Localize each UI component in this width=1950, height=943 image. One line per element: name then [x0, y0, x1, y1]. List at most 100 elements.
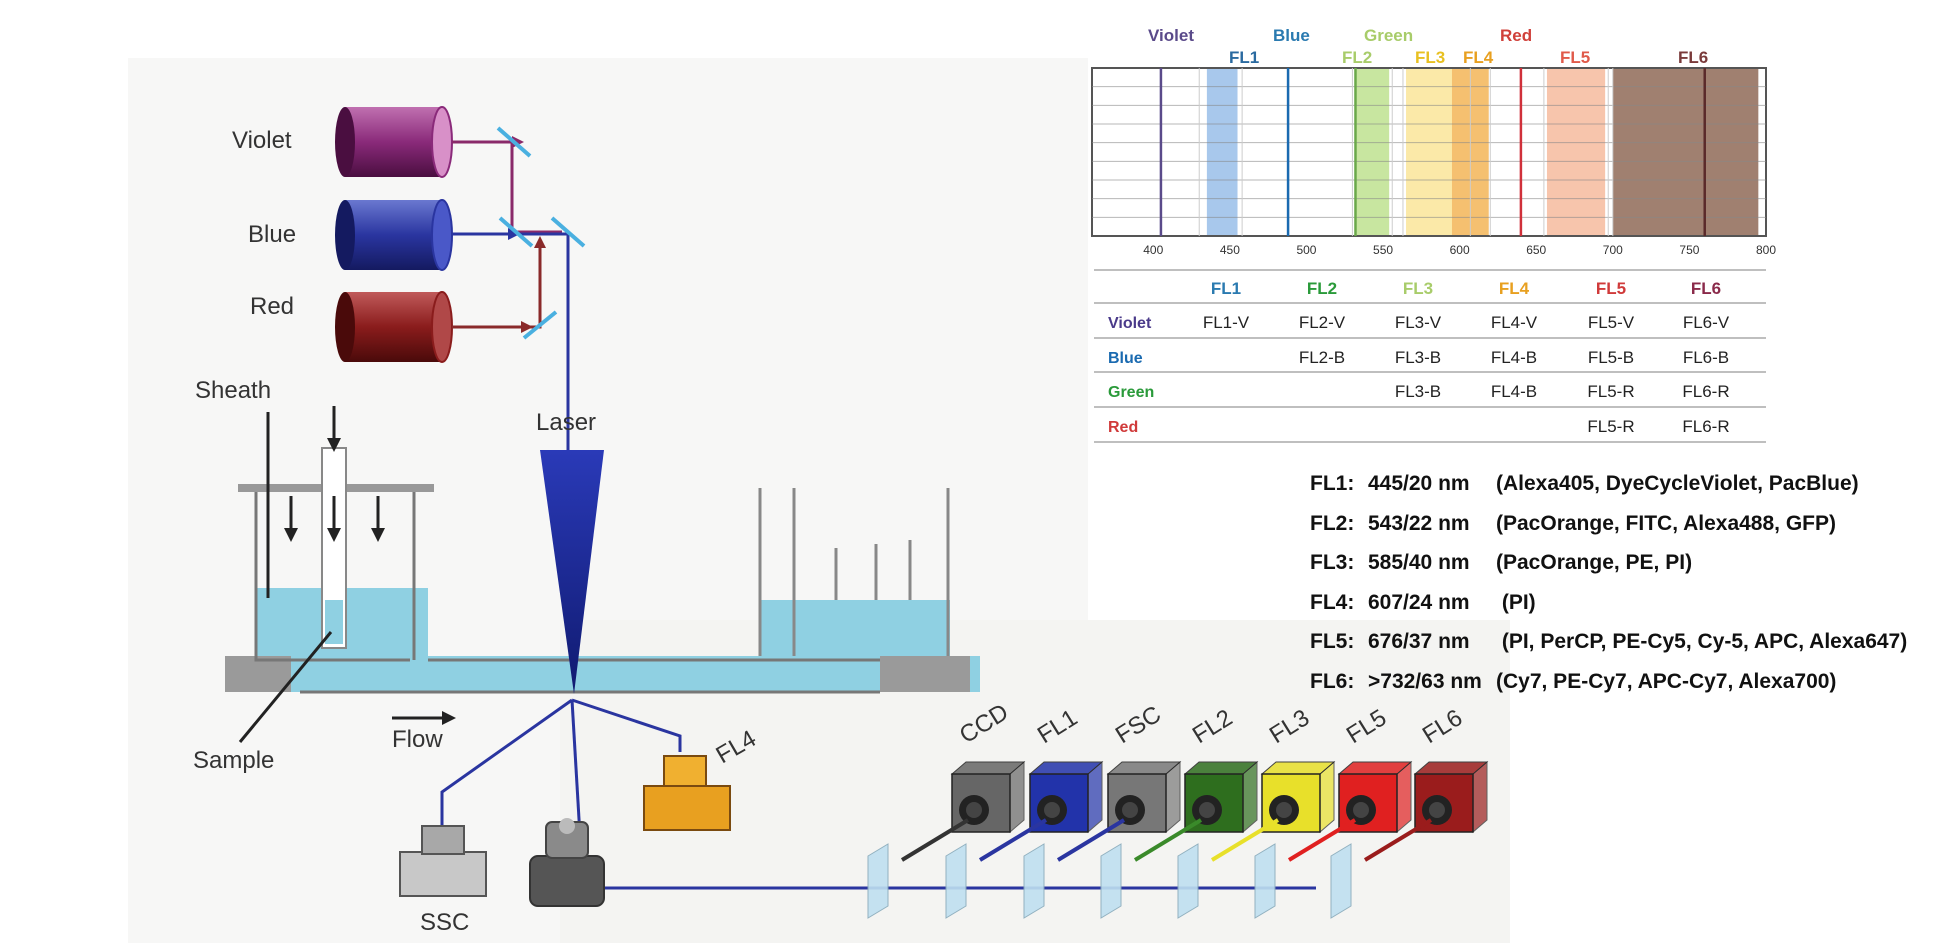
filter-spec-dyes: (PI, PerCP, PE-Cy5, Cy-5, APC, Alexa647) — [1496, 630, 1908, 653]
matrix-column-header: FL6 — [1691, 279, 1721, 298]
spectrum-x-tick: 700 — [1603, 243, 1623, 257]
flow-direction: Flow — [392, 711, 456, 753]
matrix-cell: FL5-R — [1587, 382, 1634, 401]
matrix-column-header: FL1 — [1211, 279, 1241, 298]
filter-spec-channel: FL3: — [1310, 551, 1355, 574]
filter-band — [1206, 69, 1238, 235]
filter-spec-dyes: (Alexa405, DyeCycleViolet, PacBlue) — [1496, 472, 1859, 495]
detector-fl6: FL6 — [1330, 704, 1489, 919]
matrix-cell: FL4-V — [1491, 313, 1538, 332]
filter-spec-channel: FL5: — [1310, 630, 1355, 653]
spectrum-filter-label: FL3 — [1415, 48, 1445, 67]
filter-spec-channel: FL4: — [1310, 590, 1355, 614]
filter-spec-dyes: (Cy7, PE-Cy7, APC-Cy7, Alexa700) — [1496, 669, 1837, 693]
filter-spec-item: FL5: 676/37 nm (PI, PerCP, PE-Cy5, Cy-5, … — [1310, 622, 1907, 662]
matrix-cell: FL1-V — [1203, 313, 1250, 332]
matrix-row-header: Red — [1108, 419, 1138, 436]
matrix-cell: FL2-V — [1299, 313, 1346, 332]
matrix-cell: FL2-B — [1299, 348, 1345, 367]
matrix-row-header: Violet — [1108, 315, 1152, 332]
filter-spec-item: FL4: 607/24 nm (PI) — [1310, 583, 1907, 623]
matrix-cell: FL5-V — [1588, 313, 1635, 332]
filter-spec-item: FL6: >732/63 nm (Cy7, PE-Cy7, APC-Cy7, Ale… — [1310, 662, 1907, 702]
spectrum-x-tick: 550 — [1373, 243, 1393, 257]
laser-violet-label: Violet — [232, 127, 292, 154]
spectrum-x-tick: 600 — [1450, 243, 1470, 257]
matrix-cell: FL6-R — [1682, 417, 1729, 436]
filter-spec-wavelength: 585/40 nm — [1368, 551, 1470, 574]
spectrum-x-tick: 450 — [1220, 243, 1240, 257]
matrix-cell: FL6-R — [1682, 382, 1729, 401]
spectrum-gridlines — [1092, 68, 1766, 236]
matrix-column-header: FL5 — [1596, 279, 1626, 298]
laser-red-label: Red — [250, 293, 294, 320]
sheath-label: Sheath — [195, 377, 271, 404]
filter-spec-channel: FL2: — [1310, 511, 1355, 535]
laser-violet: Violet — [232, 106, 453, 178]
filter-spec-wavelength: >732/63 nm — [1368, 669, 1482, 693]
spectrum-laser-label: Green — [1364, 26, 1413, 45]
spectrum-x-ticks: 400 450 500 550 600 650 700 750 800 — [1143, 243, 1776, 257]
spectrum-laser-label: Violet — [1148, 26, 1194, 45]
matrix-cell: FL6-B — [1683, 348, 1729, 367]
dichroic-mirrors — [496, 126, 586, 340]
filter-spec-wavelength: 543/22 nm — [1368, 511, 1470, 535]
spectrum-filter-label: FL6 — [1678, 48, 1708, 67]
filter-spec-list: FL1: 445/20 nm (Alexa405, DyeCycleViolet, … — [1310, 464, 1907, 701]
matrix-cell: FL4-B — [1491, 382, 1537, 401]
flow-label: Flow — [392, 726, 443, 753]
spectrum-x-tick: 500 — [1296, 243, 1316, 257]
filter-spec-channel: FL6: — [1310, 669, 1355, 693]
filter-band — [1612, 69, 1759, 235]
filter-spec-dyes: (PacOrange, PE, PI) — [1496, 551, 1693, 574]
spectrum-x-tick: 650 — [1526, 243, 1546, 257]
spectrum-filter-label: FL2 — [1342, 48, 1372, 67]
matrix-column-header: FL4 — [1499, 279, 1530, 298]
filter-spec-dyes: (PacOrange, FITC, Alexa488, GFP) — [1496, 511, 1836, 535]
matrix-cell: FL4-B — [1491, 348, 1537, 367]
filter-spec-wavelength: 676/37 nm — [1368, 630, 1470, 653]
matrix-cell: FL5-R — [1587, 417, 1634, 436]
spectrum-filter-label: FL5 — [1560, 48, 1590, 67]
matrix-column-header: FL3 — [1403, 279, 1433, 298]
laser-label: Laser — [536, 409, 596, 436]
laser-focus-cone: Laser — [536, 409, 604, 694]
forward-detector — [529, 818, 605, 907]
filter-spec-item: FL3: 585/40 nm (PacOrange, PE, PI) — [1310, 543, 1907, 583]
spectrum-filter-label: FL4 — [1463, 48, 1494, 67]
spectrum-x-tick: 400 — [1143, 243, 1163, 257]
laser-blue-label: Blue — [248, 221, 296, 248]
matrix-cell: FL3-B — [1395, 348, 1441, 367]
spectrum-filter-label: FL1 — [1229, 48, 1259, 67]
filter-spec-wavelength: 445/20 nm — [1368, 472, 1470, 495]
ssc-detector: SSC — [399, 825, 487, 936]
filter-spec-channel: FL1: — [1310, 472, 1355, 495]
ssc-label: SSC — [420, 909, 469, 936]
sample-pointer: Sample — [193, 631, 333, 774]
detector-ccd: CCD — [867, 699, 1026, 919]
spectrum-x-tick: 800 — [1756, 243, 1776, 257]
filter-spec-item: FL1: 445/20 nm (Alexa405, DyeCycleViolet, … — [1310, 464, 1907, 504]
matrix-row-header: Green — [1108, 384, 1154, 401]
spectrum-x-tick: 750 — [1679, 243, 1699, 257]
sheath-pointer: Sheath — [195, 377, 271, 598]
laser-blue: Blue — [248, 199, 453, 271]
sample-label: Sample — [193, 747, 274, 774]
spectrum-laser-label: Blue — [1273, 26, 1310, 45]
matrix-cell: FL5-B — [1588, 348, 1634, 367]
filter-band — [1355, 69, 1390, 235]
filter-spec-wavelength: 607/24 nm — [1368, 590, 1470, 614]
spectrum-laser-label: Red — [1500, 26, 1532, 45]
matrix-row-header: Blue — [1108, 350, 1143, 367]
matrix-column-header: FL2 — [1307, 279, 1337, 298]
matrix-cell: FL3-V — [1395, 313, 1442, 332]
laser-lines — [1159, 68, 1706, 236]
matrix-cell: FL3-B — [1395, 382, 1441, 401]
filter-band — [1546, 69, 1606, 235]
filter-spec-dyes: (PI) — [1496, 590, 1536, 614]
